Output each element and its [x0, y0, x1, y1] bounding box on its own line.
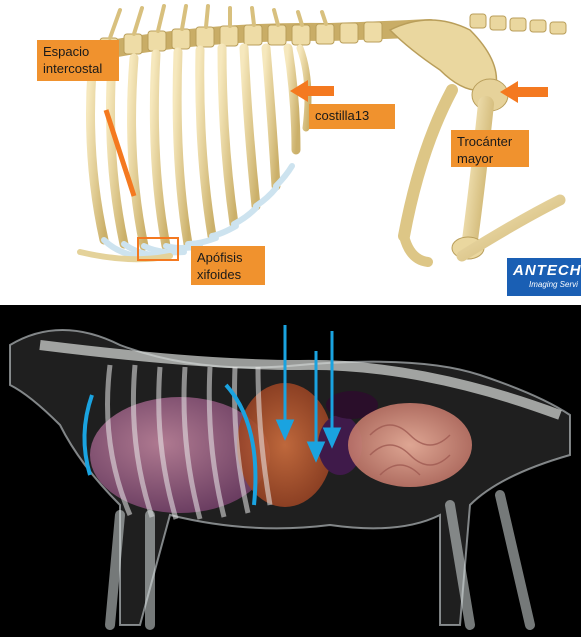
skeleton-illustration-panel: Espacio intercostal costilla13 Trocánter…	[0, 0, 581, 300]
antech-logo: ANTECH Imaging Servi	[507, 258, 581, 296]
trochanter-arrow	[500, 81, 548, 103]
logo-main-text: ANTECH	[513, 262, 581, 279]
rib13-label: costilla13	[309, 104, 395, 129]
cranial-thorax-blue-line	[82, 394, 94, 476]
logo-sub-text: Imaging Servi	[529, 280, 578, 289]
rib13-arrow	[290, 80, 334, 102]
blue-arrows	[275, 325, 342, 463]
canine-3d-organs-illustration	[9, 325, 571, 630]
3d-anatomy-render-panel	[0, 305, 581, 637]
canine-skeleton-illustration	[71, 4, 567, 267]
greater-trochanter-label: Trocánter mayor	[451, 130, 529, 167]
xiphoid-process-label: Apófisis xifoides	[191, 246, 265, 285]
intercostal-marker-line	[103, 109, 137, 197]
xiphoid-highlight-box	[137, 237, 179, 261]
intercostal-space-label: Espacio intercostal	[37, 40, 119, 81]
diaphragm-blue-line	[224, 383, 258, 506]
